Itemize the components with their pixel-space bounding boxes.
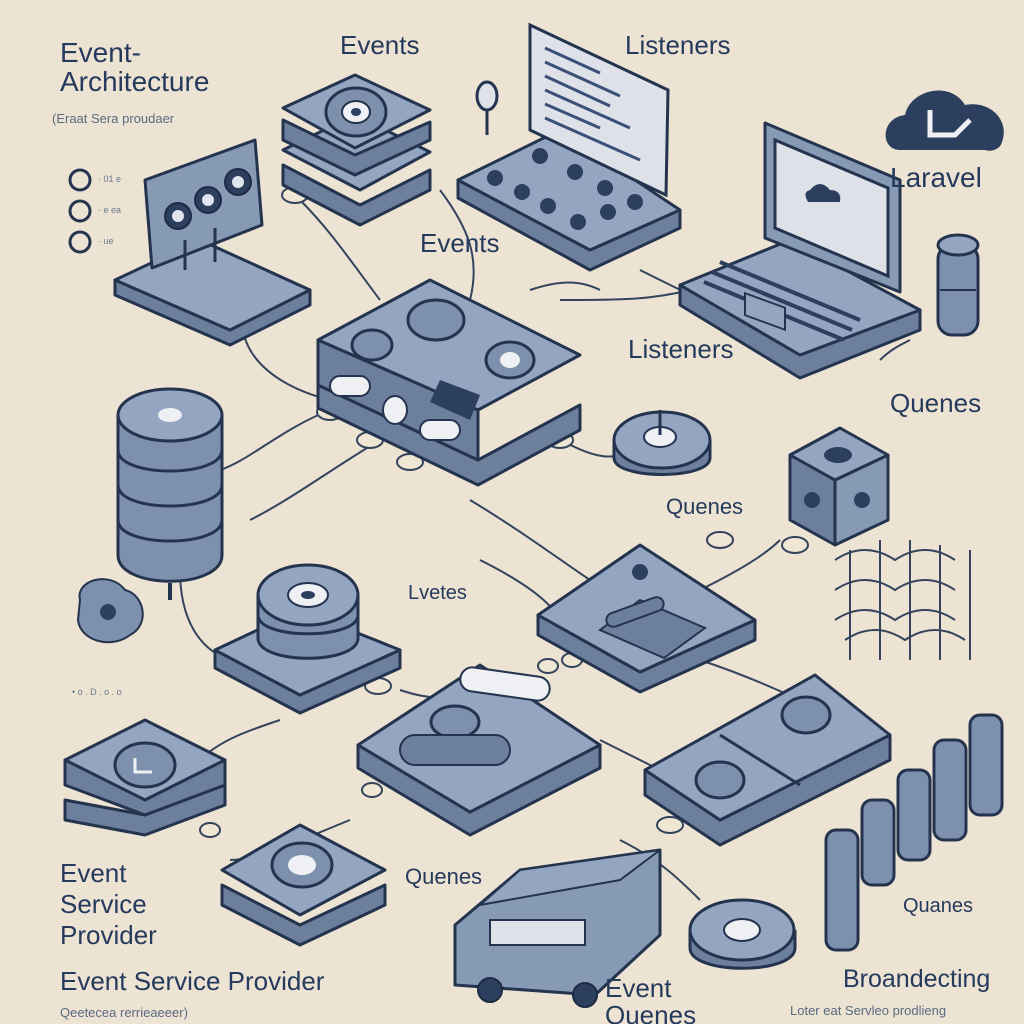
label-queues-right: Quenes	[890, 388, 982, 418]
label-evetes: Lvetes	[408, 582, 467, 604]
label-event-service-sub: Qeetecea rerrieaeeer)	[60, 1005, 188, 1020]
service-hub	[356, 663, 602, 837]
label-events-mid: Events	[420, 228, 500, 258]
legend-item-3: · ue	[98, 236, 114, 246]
label-events-top: Events	[340, 30, 420, 60]
bar-stack-icon	[824, 713, 1004, 952]
label-queues-mid: Quenes	[666, 494, 744, 519]
laravel-cloud-icon	[885, 90, 1004, 151]
broadcast-node	[643, 673, 892, 847]
service-disc-stack	[213, 563, 402, 715]
database-icon	[116, 387, 224, 600]
laravel-laptop	[678, 121, 922, 380]
label-quanes: Quanes	[903, 895, 974, 917]
battery-cylinder	[936, 233, 980, 337]
provider-node	[220, 823, 387, 947]
legend-dots	[68, 168, 92, 254]
label-broadcasting-sub: Loter eat Servleo prodlieng	[790, 1003, 947, 1018]
events-disc-stack	[281, 73, 432, 227]
legend-item-2: · e ea	[98, 205, 122, 215]
bus-icon	[453, 848, 662, 1008]
queue-mesh	[834, 540, 971, 660]
pin-icon	[475, 80, 499, 135]
queue-puck	[612, 410, 712, 476]
label-event-service-stack: Event Service Provider	[60, 858, 157, 951]
label-queues-bottom: Quenes	[405, 864, 483, 889]
diagram-subtitle: (Eraat Sera proudaer	[52, 111, 175, 126]
dashboard-device	[113, 138, 312, 347]
broadcast-puck	[688, 898, 797, 970]
label-broadcasting: Broandecting	[843, 965, 991, 993]
brand-name: Laravel	[890, 162, 982, 193]
diagram-title: Event- Architecture	[60, 37, 210, 98]
listeners-monitor	[456, 22, 682, 272]
label-event-queues: Event Quenes	[605, 973, 697, 1024]
label-dot-row: • o . D . o . o	[72, 687, 122, 697]
queue-panel	[536, 543, 757, 694]
label-listeners-mid: Listeners	[628, 334, 734, 364]
events-hub	[316, 278, 582, 487]
queue-cube	[788, 426, 890, 547]
label-event-service-provider: Event Service Provider	[60, 966, 325, 996]
gear-blob-icon	[76, 578, 144, 644]
label-listeners-top: Listeners	[625, 30, 731, 60]
event-node-icon	[63, 718, 227, 837]
legend-item-1: · 01 e	[98, 174, 122, 184]
